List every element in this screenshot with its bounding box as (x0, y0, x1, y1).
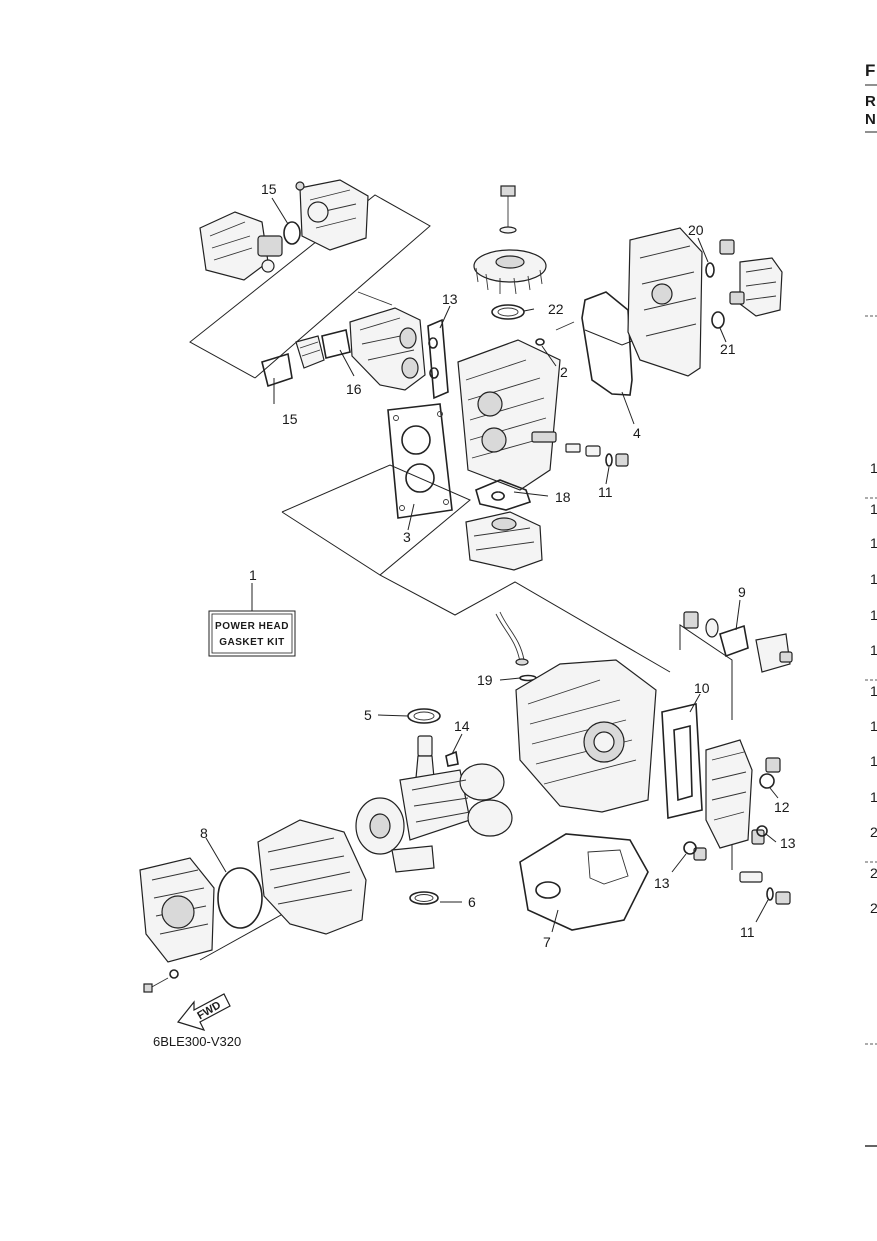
crankshaft-oil-seal-bottom (409, 891, 439, 905)
crankcase-bottom-gasket (519, 833, 649, 931)
cylinder-head-gasket (387, 403, 453, 519)
edge-row-8: 1 (870, 718, 877, 734)
callout-5: 5 (364, 707, 372, 723)
timing-pulley (473, 185, 547, 295)
o-ring-13-right (756, 825, 768, 837)
edge-row-5: 1 (870, 607, 877, 623)
callout-17: 15 (261, 181, 277, 197)
edge-header-n: N (865, 111, 876, 128)
key-gasket (445, 750, 459, 767)
exhaust-outer-cover (257, 819, 367, 935)
crankshaft-oil-seal-top (407, 708, 441, 724)
side-cover-gasket (661, 703, 703, 819)
dipstick-tube (499, 611, 525, 661)
cylinder-head (457, 339, 561, 491)
callout-8: 8 (200, 825, 208, 841)
thermostat-cover (719, 239, 783, 317)
callout-13-left: 13 (654, 875, 670, 891)
right-edge-cropped-column: F R N 1 1 1 1 1 1 1 1 1 1 2 2 2 (865, 61, 877, 1147)
edge-row-12: 2 (870, 865, 877, 881)
exhaust-gasket (475, 479, 532, 511)
o-ring-13-left (683, 841, 697, 855)
callout-16-right: 16 (346, 381, 362, 397)
kit-label-line1: POWER HEAD (215, 621, 289, 632)
gasket-kit-label-box (208, 610, 296, 657)
callout-numbers: 15 13 22 20 21 2 16 15 4 11 18 3 1 9 19 … (200, 181, 796, 950)
edge-header-f: F (865, 61, 875, 80)
cylinder-head-cover (627, 227, 703, 377)
cylinder-head-cover-gasket (581, 291, 633, 396)
reed-valve-gasket-left (261, 352, 293, 388)
edge-row-6: 1 (870, 642, 877, 658)
callout-20: 20 (688, 222, 704, 238)
callout-9: 9 (738, 584, 746, 600)
leader-lines (205, 197, 779, 933)
fwd-arrow-icon (176, 993, 231, 1031)
thermostat-o-ring-lower (711, 311, 725, 329)
exhaust-inner-plate (139, 857, 215, 963)
edge-row-4: 1 (870, 571, 877, 587)
crankshaft-oil-seal-upper (491, 304, 525, 320)
o-ring-12 (759, 773, 775, 789)
edge-row-13: 2 (870, 900, 877, 916)
callout-15: 13 (442, 291, 458, 307)
edge-row-3: 1 (870, 535, 877, 551)
edge-row-10: 1 (870, 789, 877, 805)
callout-10: 10 (694, 680, 710, 696)
intake-manifold-gasket (427, 318, 449, 400)
callout-21: 21 (720, 341, 736, 357)
reed-valve-parts (295, 335, 325, 369)
callout-4: 4 (633, 425, 641, 441)
callout-18: 18 (555, 489, 571, 505)
edge-row-1: 1 (870, 460, 877, 476)
callout-16-left: 15 (282, 411, 298, 427)
edge-row-7: 1 (870, 683, 877, 699)
edge-header-r: R (865, 93, 876, 110)
callout-19: 19 (477, 672, 493, 688)
callout-11-lower: 11 (740, 924, 755, 940)
anode-o-ring-upper (605, 453, 613, 467)
small-gasket (535, 338, 545, 346)
callout-3: 3 (403, 529, 411, 545)
carburetor-assembly (199, 179, 369, 281)
edge-row-2: 1 (870, 501, 877, 517)
reed-valve-gasket-right (321, 329, 351, 359)
lower-right-housing (693, 739, 791, 905)
thermostat-o-ring-upper (705, 262, 715, 278)
callout-11-upper: 11 (598, 484, 613, 500)
fwd-label: FWD (195, 999, 223, 1022)
carburetor-o-ring (283, 221, 301, 245)
callout-12: 12 (774, 799, 790, 815)
edge-row-9: 1 (870, 753, 877, 769)
callout-22: 22 (548, 301, 564, 317)
water-cover-gasket (719, 624, 749, 658)
callout-14: 14 (454, 718, 470, 734)
callout-6: 6 (468, 894, 476, 910)
intake-manifold (349, 291, 426, 391)
mounting-bolt (143, 969, 179, 993)
diagram-code: 6BLE300-V320 (153, 1034, 241, 1049)
water-cover (683, 611, 793, 673)
callout-1: 1 (249, 567, 257, 583)
exhaust-cover (465, 511, 543, 571)
callout-13-right: 13 (780, 835, 796, 851)
callout-7: 7 (543, 934, 551, 950)
crankshaft-assembly (355, 735, 513, 873)
anode-bolt-upper (565, 443, 629, 467)
callout-2: 2 (560, 364, 568, 380)
o-ring-11-lower (766, 887, 774, 901)
exhaust-outer-gasket (217, 867, 263, 929)
edge-row-11: 2 (870, 824, 877, 840)
kit-label-line2: GASKET KIT (219, 637, 285, 648)
crankcase (515, 659, 657, 813)
